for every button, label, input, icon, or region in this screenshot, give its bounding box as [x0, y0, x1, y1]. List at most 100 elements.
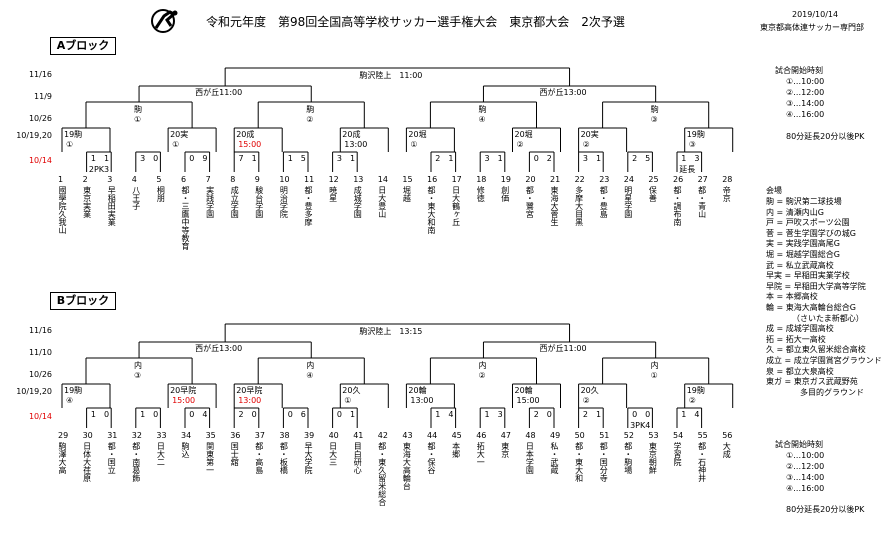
team-name: 都・板橋	[279, 442, 289, 474]
qf-venue: 内	[134, 361, 143, 370]
team-name: 都・豊多摩	[304, 186, 313, 226]
extra-time-note-b: 80分延長20分以後PK	[786, 505, 865, 514]
team-number: 56	[722, 431, 733, 440]
r2-number: ②	[582, 140, 590, 149]
team-number: 18	[476, 175, 487, 184]
match-score: 1 3	[681, 154, 700, 163]
round-date-label: 10/14	[28, 156, 52, 165]
venue-entry: 菅 = 菅生学園学びの城G	[766, 228, 856, 238]
semi-venue: 西が丘11:00	[539, 344, 587, 353]
match-score: 0 9	[189, 154, 208, 163]
team-number: 48	[525, 431, 536, 440]
qf-venue: 内	[478, 361, 487, 370]
venue-entry: 本 = 本郷高校	[766, 292, 818, 302]
team-number: 9	[254, 175, 260, 184]
round-date-label: 11/9	[34, 92, 52, 101]
team-number: 40	[328, 431, 339, 440]
r2-venue: 19駒	[64, 386, 83, 395]
r2-venue: 20堀	[514, 130, 533, 139]
match-score: 3 1	[484, 154, 503, 163]
r2-venue: 19駒	[686, 386, 705, 395]
team-number: 17	[451, 175, 462, 184]
team-number: 23	[599, 175, 610, 184]
team-number: 2	[82, 175, 88, 184]
team-number: 20	[525, 175, 536, 184]
team-name: 本郷	[451, 442, 461, 458]
header-date: 2019/10/14	[792, 10, 839, 19]
team-number: 43	[402, 431, 413, 440]
team-name: 保善	[648, 186, 658, 202]
start-time-b-1: ①…10:00	[786, 451, 825, 460]
team-number: 34	[181, 431, 192, 440]
team-name: 都・高島	[254, 442, 264, 474]
match-note: 延長	[679, 165, 696, 174]
team-name: 駒込	[181, 442, 190, 458]
team-name: 駿台学園	[254, 186, 264, 218]
venue-entry: 輪 = 東海大高輪台総合G	[766, 303, 856, 312]
match-score: 2 1	[435, 154, 454, 163]
team-number: 36	[230, 431, 241, 440]
match-score: 1 3	[484, 410, 503, 419]
match-score: 1 4	[681, 410, 700, 419]
team-number: 24	[623, 175, 634, 184]
team-number: 38	[279, 431, 290, 440]
team-number: 3	[107, 175, 113, 184]
team-name: 早稲田実業	[107, 186, 117, 226]
team-name: 帝京	[722, 186, 732, 202]
venue-entry: 久 = 都立東久留米総合高校	[766, 345, 866, 355]
r2-venue: 20輪	[514, 386, 533, 395]
qf-number: ④	[306, 371, 314, 380]
team-name: 私・武蔵	[550, 442, 559, 474]
team-name: 都・三鷹中等教育	[181, 186, 190, 250]
team-number: 41	[353, 431, 364, 440]
start-time-b-2: ②…12:00	[786, 462, 825, 471]
qf-number: ②	[478, 371, 486, 380]
team-name: 暁星	[328, 186, 338, 202]
team-name: 国士舘	[230, 442, 240, 466]
team-name: 都・国分寺	[599, 442, 609, 482]
team-number: 26	[673, 175, 684, 184]
venue-entry: 早院 = 早稲田大学高等学院	[766, 281, 866, 291]
team-name: 成城学園	[353, 186, 363, 218]
team-name: 都・豊島	[599, 186, 609, 218]
start-time-4: ④…16:00	[786, 110, 825, 119]
team-name: 成立学園	[230, 186, 240, 218]
r2-venue: 20久	[342, 386, 361, 395]
semi-venue: 西が丘13:00	[195, 344, 243, 353]
team-name: 日大二	[156, 442, 166, 466]
r2-number: ①	[344, 396, 352, 405]
r2-venue: 20輪	[408, 386, 427, 395]
team-name: 都・東久留米総合	[377, 442, 387, 506]
team-name: 東海大高輪台	[402, 442, 412, 490]
match-score: 2 5	[632, 154, 651, 163]
r2-venue: 19駒	[64, 130, 83, 139]
r2-venue: 20実	[580, 130, 599, 139]
round-date-label: 11/10	[28, 348, 52, 357]
r2-venue: 20久	[580, 386, 599, 395]
team-number: 8	[230, 175, 236, 184]
team-number: 28	[722, 175, 733, 184]
team-name: 都・鷺宮	[525, 186, 535, 218]
match-score: 1 5	[287, 154, 306, 163]
team-number: 29	[58, 431, 69, 440]
team-name: 日本学園	[525, 442, 535, 474]
team-name: 創価	[500, 186, 510, 202]
qf-venue: 内	[650, 361, 659, 370]
r2-time: 13:00	[410, 396, 434, 405]
team-number: 4	[131, 175, 137, 184]
team-number: 30	[82, 431, 93, 440]
qf-number: ①	[650, 371, 658, 380]
team-number: 6	[181, 175, 187, 184]
r2-number: ②	[582, 396, 590, 405]
r2-number: ①	[410, 140, 418, 149]
team-name: 八王子	[131, 186, 141, 210]
team-name: 東京朝鮮	[648, 442, 658, 474]
team-number: 44	[427, 431, 438, 440]
team-name: 堀越	[402, 186, 412, 202]
r2-time: 15:00	[172, 396, 196, 405]
team-name: 東海大菅生	[550, 186, 559, 226]
qf-venue: 駒	[134, 105, 143, 114]
team-number: 14	[377, 175, 388, 184]
team-name: 多摩大目黒	[574, 186, 584, 226]
